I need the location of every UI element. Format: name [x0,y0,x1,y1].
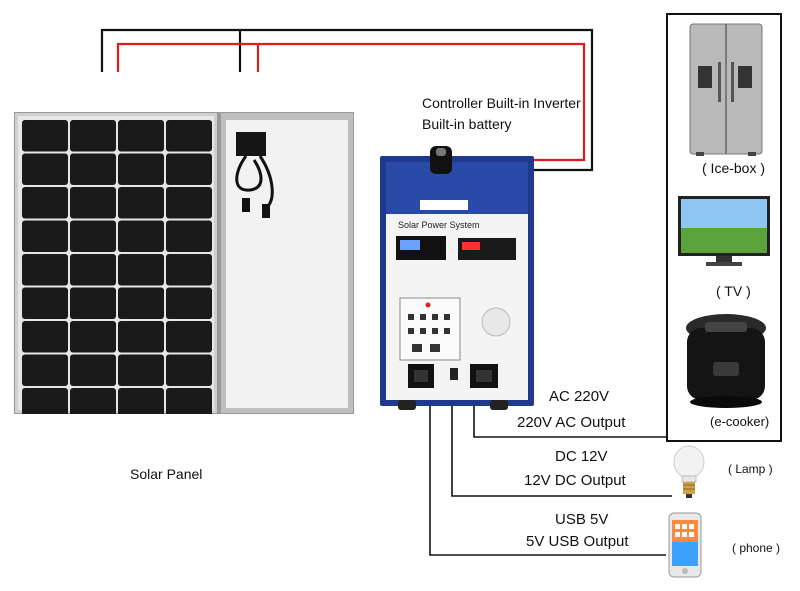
solar-cell [22,321,68,353]
fridge-image [689,23,763,156]
usb-output-wire [429,352,666,556]
controller-label-line1: Controller Built-in Inverter [422,95,581,111]
solar-cell [166,287,212,319]
solar-panel [14,112,354,414]
solar-cell [166,120,212,152]
dc-output-wire [451,362,672,497]
solar-cell [22,220,68,252]
junction-box [236,132,266,156]
solar-panel-label: Solar Panel [130,466,203,482]
solar-cell [118,254,164,286]
solar-cell [166,187,212,219]
tv-image [678,196,770,266]
solar-cell [166,354,212,386]
device-name: Solar Power System [398,220,480,230]
handle [430,146,452,174]
ac-title: AC 220V [549,388,610,405]
solar-cell [70,354,116,386]
solar-cell [118,153,164,185]
solar-cell [118,321,164,353]
solar-cell [118,354,164,386]
solar-cell [22,120,68,152]
solar-cell [118,187,164,219]
solar-cell [22,287,68,319]
solar-cell [22,354,68,386]
dc-title: DC 12V [555,448,608,465]
solar-cell [70,120,116,152]
phone-label: ( phone ) [732,541,781,555]
usb-output-label: 5V USB Output [526,533,629,550]
solar-cell [166,220,212,252]
solar-cell [22,187,68,219]
solar-cell [118,220,164,252]
negative-wire [100,28,594,172]
solar-cell [70,187,116,219]
usb-title: USB 5V [555,511,609,528]
dc-output-label: 12V DC Output [524,472,626,489]
tv-label: ( TV ) [716,283,751,299]
solar-cell [166,388,212,414]
solar-cell [166,153,212,185]
solar-cell [22,254,68,286]
solar-power-system-unit: Solar Power System [380,146,534,410]
solar-cell [118,120,164,152]
positive-wire [116,42,586,162]
phone-image [668,512,702,578]
solar-cell [22,153,68,185]
icebox-label: ( Ice-box ) [702,160,766,176]
lamp-image [673,445,705,498]
solar-cell [70,220,116,252]
solar-cells [22,120,212,414]
solar-cell [166,254,212,286]
solar-cell [22,388,68,414]
solar-cell [118,388,164,414]
lamp-label: ( Lamp ) [728,462,773,476]
ecooker-label: (e-cooker) [710,414,770,429]
solar-cell [70,153,116,185]
solar-cell [166,321,212,353]
solar-cell [70,388,116,414]
solar-cell [70,321,116,353]
ecooker-image [686,314,766,408]
speaker-grille [481,307,511,337]
ac-output-label: 220V AC Output [517,414,626,431]
solar-cell [70,287,116,319]
solar-cell [118,287,164,319]
solar-cell [70,254,116,286]
controller-label-line2: Built-in battery [422,116,512,132]
